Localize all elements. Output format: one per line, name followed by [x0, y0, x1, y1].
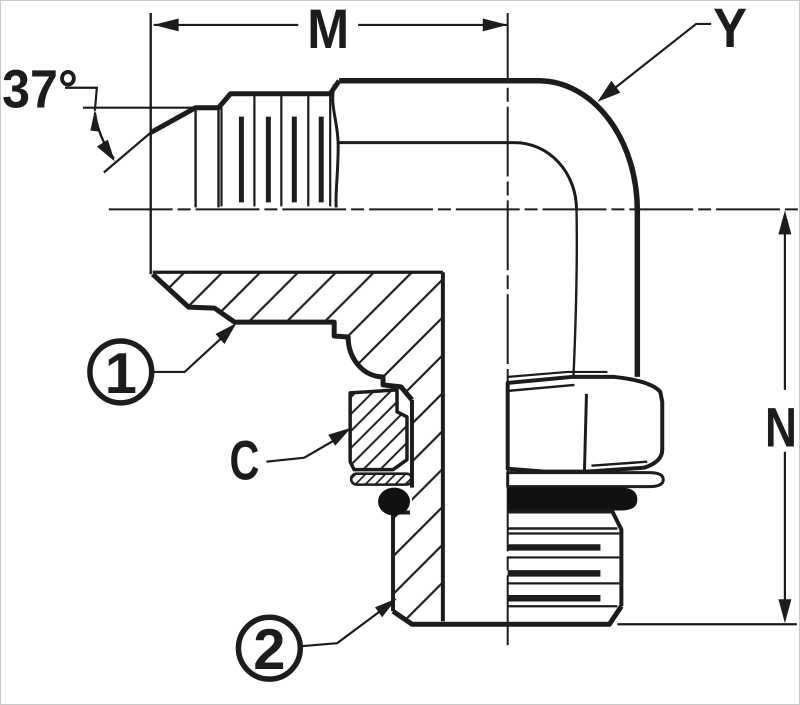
- callout-2-label: 2: [253, 618, 285, 682]
- port-hex-nut: [505, 370, 665, 511]
- ref-c-label: C: [229, 429, 259, 492]
- callout-1-leader: [152, 337, 223, 374]
- label-c-leader: C: [229, 427, 352, 492]
- section-area-lower: [393, 487, 443, 625]
- dim-m-label: M: [307, 1, 349, 60]
- angle-construction-line: [103, 131, 152, 174]
- label-y-leader: Y: [597, 1, 747, 102]
- washer-right-half: [506, 471, 665, 489]
- thread-root-lines: [238, 116, 324, 203]
- callout-2-arrowhead-icon: [375, 598, 398, 618]
- elbow-outer-profile: [339, 78, 641, 377]
- hex-nut-top-chamfer: [507, 383, 575, 393]
- angle-label: 37°: [2, 60, 78, 120]
- leg-inner-edge: [572, 209, 578, 376]
- n-arrow-bottom-icon: [778, 599, 792, 624]
- y-arrowhead-icon: [597, 80, 621, 102]
- callout-1-label: 1: [105, 342, 137, 406]
- c-leader-line: [266, 438, 336, 463]
- oring-boss-threads: [507, 509, 624, 608]
- dimension-m: M: [153, 1, 508, 60]
- jic-male-end: [149, 79, 342, 208]
- body-cross-section: [151, 270, 624, 627]
- dimension-n: N: [617, 210, 797, 626]
- y-leader-line: [610, 22, 712, 92]
- body-cross-section-hatch: [152, 272, 443, 625]
- port-end-face: [391, 604, 624, 627]
- boss-shoulder: [507, 509, 624, 607]
- dim-n-label: N: [765, 396, 797, 459]
- callout-2: 2: [235, 598, 398, 682]
- angle-arrow-top-icon: [90, 109, 100, 132]
- elbow-body: [331, 78, 641, 377]
- section-area-upper: [152, 272, 443, 488]
- callout-2-leader: [301, 610, 381, 648]
- callout-1-arrowhead-icon: [215, 323, 237, 345]
- c-arrowhead-icon: [328, 427, 352, 446]
- angle-arrow-bottom-icon: [96, 139, 115, 162]
- m-arrow-left-icon: [153, 18, 179, 32]
- o-ring-right-half: [507, 487, 638, 511]
- callout-2-circle: [235, 614, 304, 682]
- angle-annotation-37: 37°: [2, 60, 196, 174]
- n-arrow-top-icon: [778, 210, 792, 235]
- angle-leader-line: [64, 86, 99, 111]
- m-arrow-right-icon: [482, 18, 508, 32]
- boss-thread-root-bars: [507, 544, 601, 602]
- hex-nut-bottom-chamfer: [591, 460, 648, 467]
- washer-left-half: [349, 472, 414, 486]
- locknut-left-half: [348, 388, 409, 472]
- hex-nut-face-line: [582, 393, 588, 471]
- hex-flat-edge: [339, 141, 578, 210]
- section-outline: [151, 272, 414, 402]
- callout-1: 1: [87, 323, 237, 406]
- thread-crest-lines: [220, 94, 332, 207]
- callout-1-circle: [87, 338, 155, 406]
- o-ring-left-half: [378, 487, 410, 516]
- boss-thread-crest-lines: [507, 532, 620, 608]
- centerlines: [108, 12, 798, 647]
- ref-y-label: Y: [713, 1, 747, 59]
- locknut-cross-section: [348, 388, 414, 516]
- hex-corner-edge: [331, 84, 340, 208]
- leg-end-chamfer-line: [507, 370, 608, 379]
